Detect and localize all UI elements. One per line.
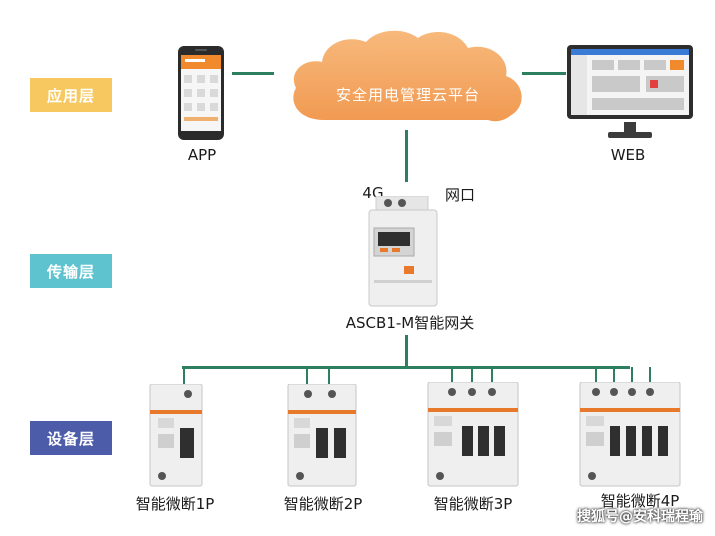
smartphone-icon — [178, 46, 224, 140]
device-layer-tag: 设备层 — [30, 421, 112, 455]
breaker-1p-icon — [149, 384, 203, 487]
breaker-4p-icon — [579, 382, 681, 487]
cloud-monitor-connector — [522, 72, 566, 75]
transmission-layer-tag: 传输层 — [30, 254, 112, 288]
watermark-text: 搜狐号@安科瑞程瑜 — [577, 509, 703, 525]
breaker-3p-icon — [427, 382, 519, 487]
cloud-gateway-connector — [405, 130, 408, 182]
cloud-icon — [293, 30, 522, 122]
web-label: WEB — [610, 146, 646, 164]
breaker-2p-icon — [287, 384, 357, 487]
app-label: APP — [187, 146, 217, 164]
monitor-icon — [567, 45, 693, 138]
gateway-name-label: ASCB1-M智能网关 — [345, 314, 475, 332]
device-bus — [182, 366, 630, 369]
gateway-bus-drop — [405, 335, 408, 368]
gateway-lan-label: 网口 — [444, 186, 475, 204]
breaker-3p-label: 智能微断3P — [433, 495, 513, 513]
phone-cloud-connector — [232, 72, 274, 75]
breaker-4p-label: 智能微断4P — [600, 492, 680, 510]
breaker-1p-label: 智能微断1P — [135, 495, 215, 513]
breaker-2p-label: 智能微断2P — [283, 495, 363, 513]
cloud-platform-label: 安全用电管理云平台 — [335, 86, 480, 104]
gateway-device-icon — [368, 196, 438, 307]
application-layer-tag: 应用层 — [30, 78, 112, 112]
